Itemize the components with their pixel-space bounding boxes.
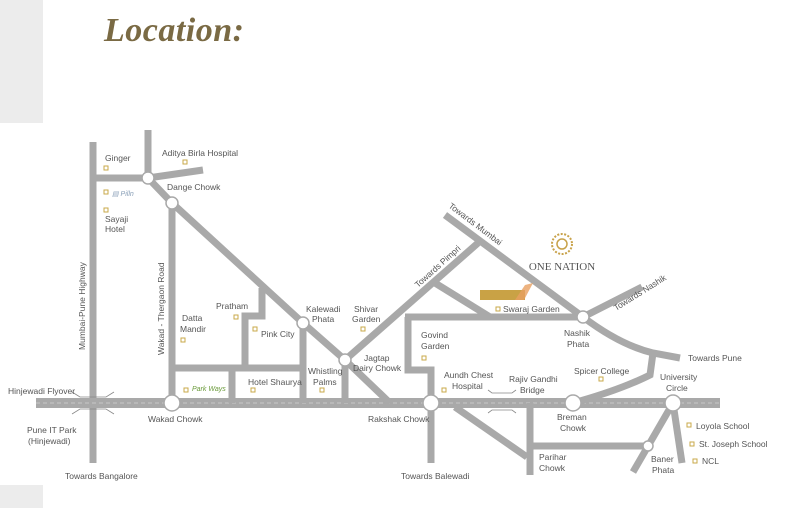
label-datta-2: Mandir	[180, 324, 206, 334]
label-sayaji-1: Sayaji	[105, 214, 128, 224]
mumbai-road	[442, 212, 586, 320]
label-towards-pune: Towards Pune	[688, 353, 742, 363]
label-shivar-1: Shivar	[354, 304, 378, 314]
label-aundh-2: Hospital	[452, 381, 483, 391]
project-site-marker	[480, 290, 525, 300]
label-towards-nashik: Towards Nashik	[612, 272, 669, 313]
label-dange-chowk: Dange Chowk	[167, 182, 221, 192]
label-kalewadi-2: Phata	[312, 314, 334, 324]
label-baner-1: Baner	[651, 454, 674, 464]
label-govind-2: Garden	[421, 341, 450, 351]
brand-name: ONE NATION	[529, 261, 595, 273]
road	[453, 404, 529, 460]
label-govind-1: Govind	[421, 330, 448, 340]
label-mumbai-pune-highway: Mumbai-Pune Highway	[77, 261, 87, 350]
label-shivar-2: Garden	[352, 314, 381, 324]
label-breman-1: Breman	[557, 412, 587, 422]
flyover-marks	[71, 389, 517, 415]
label-aundh-1: Aundh Chest	[444, 370, 494, 380]
label-breman-2: Chowk	[560, 423, 587, 433]
label-university-2: Circle	[666, 383, 688, 393]
label-parihar-1: Parihar	[539, 452, 567, 462]
label-parkways: Park Ways	[192, 386, 226, 393]
label-hotel-shaurya: Hotel Shaurya	[248, 377, 302, 387]
label-baner-2: Phata	[652, 465, 674, 475]
label-sayaji-2: Hotel	[105, 224, 125, 234]
page-title: Location:	[104, 12, 245, 49]
label-rajiv-1: Rajiv Gandhi	[509, 374, 558, 384]
decorative-panel	[0, 0, 43, 123]
label-st-joseph-school: St. Joseph School	[699, 439, 768, 449]
label-it-park-1: Pune IT Park	[27, 425, 77, 435]
road	[241, 288, 266, 368]
label-ginger: Ginger	[105, 153, 131, 163]
label-hinjewadi-flyover: Hinjewadi Flyover	[8, 386, 75, 396]
label-jagtap-2: Dairy Chowk	[353, 363, 402, 373]
junction-university	[664, 394, 682, 412]
govind-road	[404, 317, 435, 463]
label-pink-city: Pink City	[261, 329, 295, 339]
junction-jagtap	[338, 353, 352, 367]
nashik-road	[581, 283, 644, 321]
junction-rakshak	[422, 394, 440, 412]
label-spicer-college: Spicer College	[574, 366, 630, 376]
label-wakad-chowk: Wakad Chowk	[148, 414, 203, 424]
label-it-park-2: (Hinjewadi)	[28, 436, 71, 446]
one-nation-logo: ONE NATION	[529, 233, 595, 273]
junction-dange	[141, 171, 155, 185]
junction-baner	[642, 440, 654, 452]
decorative-panel	[0, 485, 43, 508]
site-pointer	[515, 283, 533, 300]
label-whistling-2: Palms	[313, 377, 337, 387]
label-rajiv-2: Bridge	[520, 385, 545, 395]
label-pratham: Pratham	[216, 301, 248, 311]
label-ncl: NCL	[702, 456, 719, 466]
label-university-1: University	[660, 372, 698, 382]
junction-circles	[141, 171, 682, 452]
label-swaraj-garden: Swaraj Garden	[503, 304, 560, 314]
junction-breman	[564, 394, 582, 412]
label-towards-bangalore: Towards Bangalore	[65, 471, 138, 481]
baner-road	[629, 401, 677, 474]
junction	[165, 196, 179, 210]
junction-nashik	[576, 310, 590, 324]
pune-road	[580, 314, 681, 362]
label-datta-1: Datta	[182, 313, 203, 323]
label-wakad-thergaon-road: Wakad - Thergaon Road	[156, 262, 166, 355]
pimpri-road	[342, 240, 481, 363]
label-rakshak-chowk: Rakshak Chowk	[368, 414, 430, 424]
label-nashik-1: Nashik	[564, 328, 591, 338]
junction-wakad	[163, 394, 181, 412]
label-parihar-2: Chowk	[539, 463, 566, 473]
label-hotel-logo: ▤ Pilln	[112, 191, 134, 198]
poi-markers	[103, 159, 698, 464]
label-nashik-2: Phata	[567, 339, 589, 349]
label-aditya-birla: Aditya Birla Hospital	[162, 148, 238, 158]
road	[433, 280, 492, 320]
junction-kalewadi	[296, 316, 310, 330]
road	[572, 352, 657, 407]
road	[669, 402, 686, 464]
label-whistling-1: Whistling	[308, 366, 343, 376]
label-kalewadi-1: Kalewadi	[306, 304, 341, 314]
label-loyola-school: Loyola School	[696, 421, 750, 431]
label-jagtap-1: Jagtap	[364, 353, 390, 363]
label-towards-balewadi: Towards Balewadi	[401, 471, 470, 481]
